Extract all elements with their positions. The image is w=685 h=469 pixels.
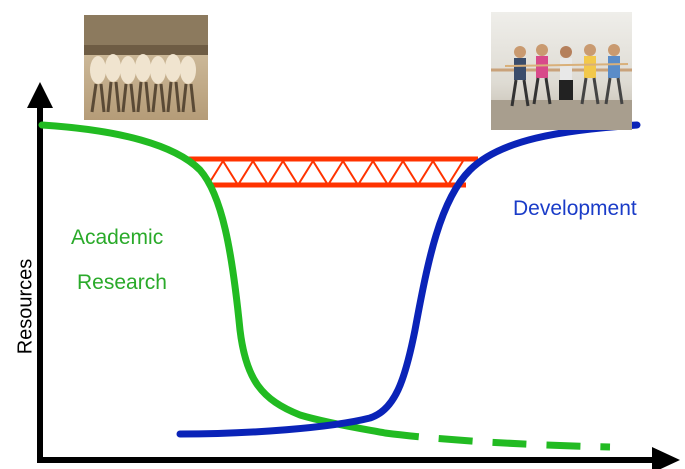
children-tug-of-war-photo-icon <box>491 12 632 130</box>
academic-research-dashed-tail <box>384 429 611 451</box>
bridge-truss <box>187 156 478 188</box>
sepia-photo-people-pushing-icon <box>84 15 208 120</box>
x-axis-arrowhead <box>652 447 680 469</box>
development-curve <box>176 121 641 438</box>
development-label: Development <box>513 197 637 220</box>
y-axis-arrowhead <box>27 82 53 108</box>
academic-research-label-line1: Academic <box>71 226 164 249</box>
academic-research-curve <box>38 121 389 437</box>
y-axis-label: Resources <box>14 258 37 355</box>
academic-research-label-line2: Research <box>77 271 167 294</box>
